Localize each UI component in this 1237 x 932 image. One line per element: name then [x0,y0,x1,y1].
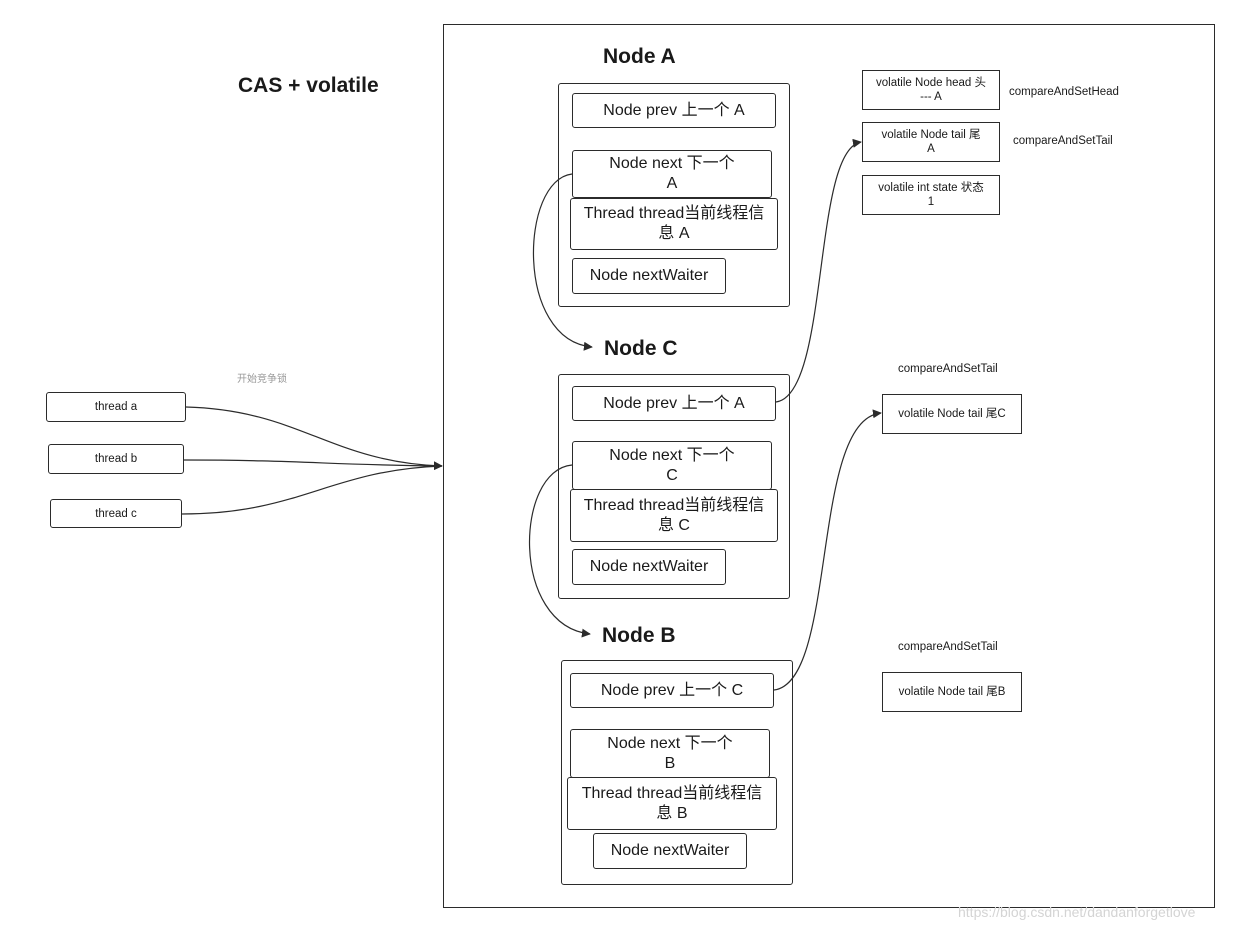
node-a-nextwaiter-field: Node nextWaiter [572,258,726,294]
node-a-prev-label: Node prev 上一个 A [603,101,745,119]
compare-and-set-tail-c-label: compareAndSetTail [898,363,998,375]
state-box: volatile int state 状态 1 [862,175,1000,215]
thread-b-box: thread b [48,444,184,474]
node-a-next-field: Node next 下一个 A [572,150,772,198]
thread-c-box: thread c [50,499,182,528]
thread-competition-note: 开始竞争锁 [237,374,287,385]
node-a-thread-label: Thread thread当前线程信 [583,205,765,222]
tail-c-label: volatile Node tail 尾C [898,408,1006,420]
node-a-next-label: Node next 下一个 [609,155,735,172]
thread-b-label: thread b [94,453,138,465]
diagram-title: CAS + volatile [238,74,379,97]
tail-pointer-label: volatile Node tail 尾 [881,129,981,141]
node-b-thread-value: 息 B [656,804,688,822]
node-b-thread-field: Thread thread当前线程信 息 B [567,777,777,830]
compare-and-set-tail-label: compareAndSetTail [1013,135,1113,147]
node-c-thread-value: 息 C [657,516,690,534]
thread-a-box: thread a [46,392,186,422]
node-c-prev-field: Node prev 上一个 A [572,386,776,421]
thread-c-connector [181,465,443,515]
thread-b-connector [183,459,443,467]
node-b-prev-field: Node prev 上一个 C [570,673,774,708]
node-b-title: Node B [602,624,676,647]
node-b-next-field: Node next 下一个 B [570,729,770,778]
compare-and-set-tail-b-label: compareAndSetTail [898,641,998,653]
head-pointer-box: volatile Node head 头 --- A [862,70,1000,110]
node-a-title: Node A [603,45,676,68]
compare-and-set-head-label: compareAndSetHead [1009,86,1119,98]
node-b-nextwaiter-label: Node nextWaiter [610,842,730,859]
tail-b-box: volatile Node tail 尾B [882,672,1022,712]
node-b-thread-label: Thread thread当前线程信 [581,784,763,802]
state-value: 1 [927,196,935,208]
node-a-next-value: A [666,175,678,192]
tail-c-box: volatile Node tail 尾C [882,394,1022,434]
node-c-next-label: Node next 下一个 [609,446,735,464]
node-c-next-field: Node next 下一个 C [572,441,772,490]
node-c-thread-label: Thread thread当前线程信 [583,496,765,514]
node-a-thread-field: Thread thread当前线程信 息 A [570,198,778,250]
node-c-prev-label: Node prev 上一个 A [603,394,745,412]
thread-a-label: thread a [94,401,138,413]
thread-a-connector [185,406,443,471]
head-pointer-label: volatile Node head 头 [876,77,986,89]
node-c-title: Node C [604,337,678,360]
watermark: https://blog.csdn.net/dandanforgetlove [958,904,1196,920]
tail-pointer-box: volatile Node tail 尾 A [862,122,1000,162]
node-b-next-label: Node next 下一个 [607,734,733,752]
tail-pointer-value: A [927,143,935,155]
node-b-prev-label: Node prev 上一个 C [600,681,744,699]
node-b-nextwaiter-field: Node nextWaiter [593,833,747,869]
node-a-prev-field: Node prev 上一个 A [572,93,776,128]
tail-b-label: volatile Node tail 尾B [898,686,1006,698]
node-c-next-value: C [666,466,678,484]
node-a-thread-value: 息 A [658,225,690,242]
thread-c-label: thread c [95,507,137,520]
node-b-next-value: B [664,754,676,772]
node-c-thread-field: Thread thread当前线程信 息 C [570,489,778,542]
node-c-nextwaiter-field: Node nextWaiter [572,549,726,585]
head-pointer-value: --- A [920,91,942,103]
node-a-nextwaiter-label: Node nextWaiter [589,267,709,284]
state-label: volatile int state 状态 [878,182,984,194]
node-c-nextwaiter-label: Node nextWaiter [589,558,709,575]
